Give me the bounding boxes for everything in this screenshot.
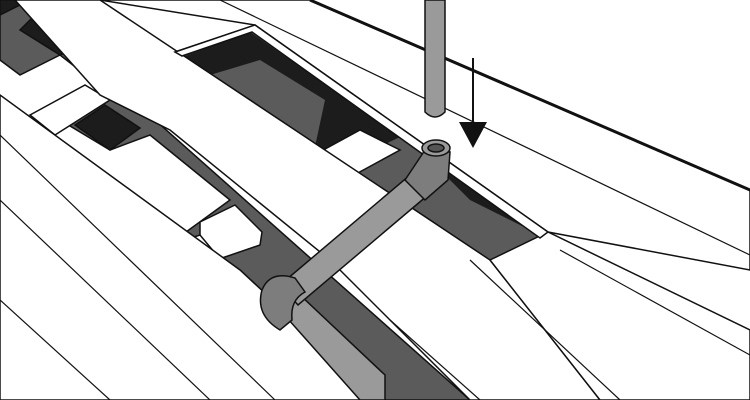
lower-elbow <box>259 275 307 331</box>
board-middle <box>13 0 601 400</box>
vertical-pipe <box>424 0 446 118</box>
pipe-assembly <box>259 0 451 400</box>
upper-elbow <box>404 149 451 202</box>
down-arrow-icon <box>459 58 487 148</box>
